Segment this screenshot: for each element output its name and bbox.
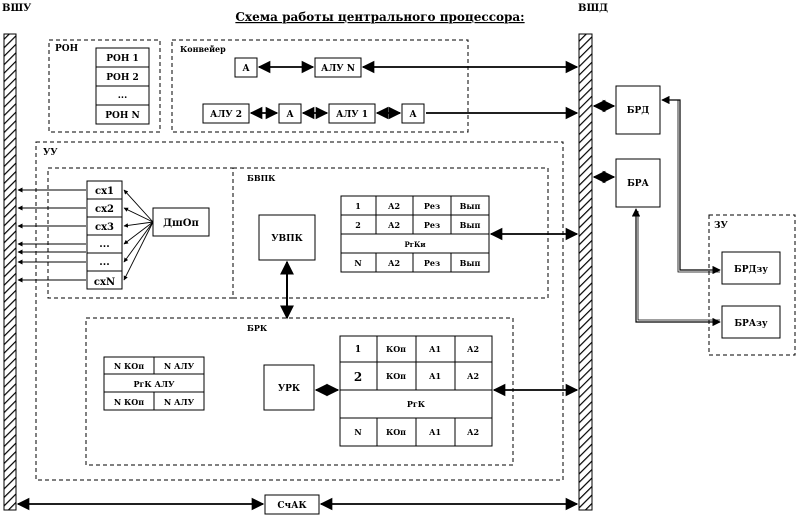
ron-item-dots: ... xyxy=(118,91,127,101)
brk-alu-r1-c1: N КОп xyxy=(114,361,144,371)
conveyor-a-top: А xyxy=(242,64,250,74)
sx-dots-1: ... xyxy=(99,239,109,250)
sx-3: сх3 xyxy=(95,222,114,233)
brk-r3-c2: КОп xyxy=(386,427,406,437)
bvpk-r2-c2: А2 xyxy=(388,220,400,230)
brk-r1-c4: А2 xyxy=(467,344,479,354)
ron-item-2: РОН 2 xyxy=(106,73,139,83)
uu-label: УУ xyxy=(43,148,58,158)
uu-decoder-area xyxy=(47,167,234,299)
bus-right-label: ВШД xyxy=(578,3,608,14)
bvpk-r2-c1: 2 xyxy=(355,220,361,230)
bvpk-rgki: РгКи xyxy=(404,240,425,249)
brk-r2-c2: КОп xyxy=(386,371,406,381)
bvpk-r3-c4: Вып xyxy=(460,258,481,268)
conveyor-alu-1: АЛУ 1 xyxy=(336,110,368,120)
bvpk-r3-c3: Рез xyxy=(424,258,440,268)
uvpk-label: УВПК xyxy=(271,234,303,244)
bra-block: БРА xyxy=(592,158,661,208)
bus-left-label: ВШУ xyxy=(2,3,31,14)
brk-r3-c3: А1 xyxy=(429,427,441,437)
urk-block xyxy=(263,364,315,411)
ron-block: РОН РОН 1 РОН 2 ... РОН N xyxy=(48,39,161,133)
conveyor-alu-n: АЛУ N xyxy=(321,64,355,74)
uvpk-block xyxy=(258,214,316,261)
sx-dots-2: ... xyxy=(99,257,109,268)
bvpk-r3-c2: А2 xyxy=(388,258,400,268)
brk-r1-c3: А1 xyxy=(429,344,441,354)
zu-block: ЗУ БРДзу БРАзу xyxy=(631,95,796,356)
dshop-label: ДшОп xyxy=(163,218,199,229)
brk-alu-table: N КОп N АЛУ РгК АЛУ N КОп N АЛУ xyxy=(103,356,205,411)
conveyor-a-right: А xyxy=(409,110,417,120)
brk-alu-r2-c2: N АЛУ xyxy=(164,397,195,407)
brk-alu-r2-c1: N КОп xyxy=(114,397,144,407)
brk-alu-mid: РгК АЛУ xyxy=(133,379,175,389)
bvpk-r1-c1: 1 xyxy=(355,201,361,211)
bvpk-r2-c3: Рез xyxy=(424,220,440,230)
brk-r2-c4: А2 xyxy=(467,371,479,381)
ron-item-1: РОН 1 xyxy=(106,54,139,64)
conveyor-alu-2: АЛУ 2 xyxy=(210,110,242,120)
bvpk-table: 1 А2 Рез Вып 2 А2 Рез Вып РгКи N А2 Рез … xyxy=(340,195,490,273)
brk-r2-c1: 2 xyxy=(354,370,362,384)
bvpk-r1-c4: Вып xyxy=(460,201,481,211)
bra-label: БРА xyxy=(627,179,649,189)
schak-block xyxy=(264,494,320,515)
uu-block xyxy=(35,141,564,481)
brk-table: 1 КОп А1 А2 2 КОп А1 А2 РгК N КОп А1 А2 xyxy=(339,335,493,447)
sx-bus-arrows xyxy=(17,187,86,283)
sx-column: сх1 сх2 сх3 ... ... схN xyxy=(86,180,123,290)
bvpk-r2-c4: Вып xyxy=(460,220,481,230)
brk-alu-r1-c2: N АЛУ xyxy=(164,361,195,371)
brk-r3-c4: А2 xyxy=(467,427,479,437)
conveyor-a-mid: А xyxy=(286,110,294,120)
brk-r1-c1: 1 xyxy=(355,345,361,355)
dshop-block xyxy=(152,207,210,237)
sx-1: сх1 xyxy=(95,186,114,197)
sx-2: сх2 xyxy=(95,204,114,215)
bvpk-label: БВПК xyxy=(247,173,276,183)
brk-r1-c2: КОп xyxy=(386,344,406,354)
conveyor-label: Конвейер xyxy=(180,44,226,54)
ron-label: РОН xyxy=(55,44,79,54)
bus-right xyxy=(578,33,593,511)
dshop-fan-arrows xyxy=(123,189,154,281)
bvpk-r1-c3: Рез xyxy=(424,201,440,211)
brk-r2-c3: А1 xyxy=(429,371,441,381)
sx-n: схN xyxy=(94,277,115,288)
bus-left xyxy=(3,33,17,511)
brk-rgk: РгК xyxy=(407,399,426,409)
bvpk-r3-c1: N xyxy=(354,258,361,268)
ron-item-n: РОН N xyxy=(105,111,139,121)
brk-r3-c1: N xyxy=(354,427,361,437)
brk-label: БРК xyxy=(247,323,268,333)
conveyor-block: Конвейер А АЛУ N АЛУ 2 А АЛУ 1 А xyxy=(171,39,579,133)
urk-label: УРК xyxy=(278,384,301,394)
diagram-title: Схема работы центрального процессора: xyxy=(235,10,524,24)
bra-zu-label: БРАзу xyxy=(734,319,768,329)
zu-label: ЗУ xyxy=(714,221,728,231)
bvpk-r1-c2: А2 xyxy=(388,201,400,211)
brd-label: БРД xyxy=(627,106,649,116)
schak-label: СчАК xyxy=(277,501,307,511)
brd-zu-label: БРДзу xyxy=(734,265,768,275)
brd-block: БРД xyxy=(592,85,661,135)
